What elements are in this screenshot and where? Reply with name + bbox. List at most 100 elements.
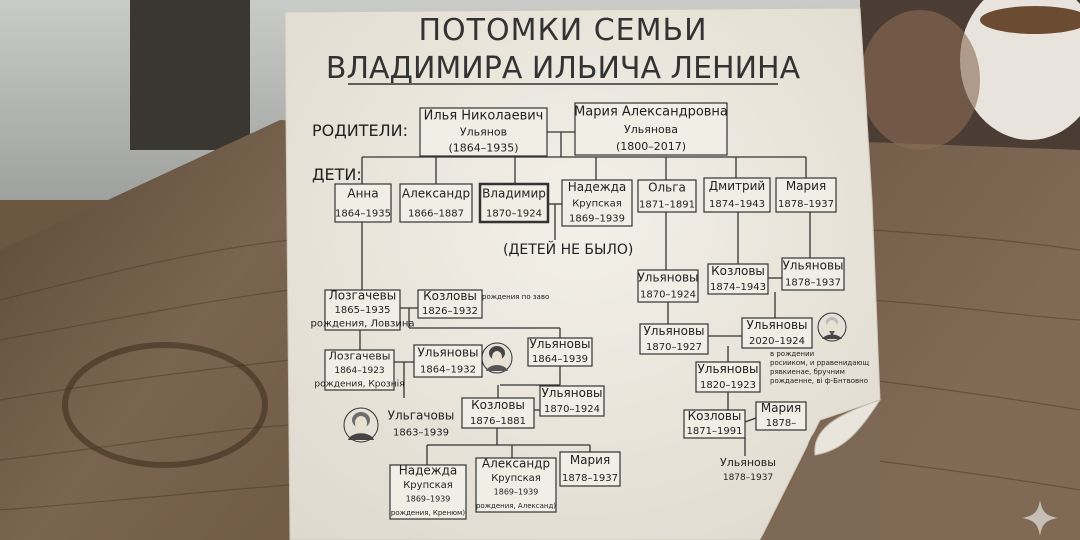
- node-box: [413, 344, 483, 378]
- node-label-line: Козловы: [471, 398, 525, 412]
- node-box: [419, 107, 548, 157]
- blurred-hand: [860, 10, 980, 150]
- node-label-line: Ульяновы: [782, 259, 843, 273]
- side-note-right-line: росииком, и рравенидающ: [770, 359, 869, 367]
- node-label-line: Козловы: [711, 264, 765, 278]
- node-label-line: 1874–1943: [710, 282, 766, 293]
- side-note-top: рождения по заво: [482, 293, 549, 301]
- coffee-cup: [960, 0, 1080, 140]
- node-box: [461, 397, 535, 429]
- node-label-line: Лозгачевы: [329, 350, 391, 363]
- node-label-line: Крупская: [572, 198, 622, 209]
- node-label-line: 1826–1932: [422, 306, 478, 317]
- node-label-line: Александр: [402, 187, 470, 201]
- tree-node-ulyan3: Ульяновы 1870–1924: [539, 385, 605, 417]
- node-box: [399, 183, 473, 223]
- node-label-line: 1864–1935: [335, 209, 391, 220]
- node-label-line: 1870–1927: [646, 342, 702, 353]
- node-label-line: Козловы: [423, 289, 477, 303]
- node-label-line: 1870–1924: [544, 404, 600, 415]
- node-box: [741, 317, 813, 349]
- tree-node-kozl1: Козловы 1826–1932: [417, 289, 483, 319]
- tree-node-r-ulyan2: Ульяновы 1878–1937: [781, 257, 845, 291]
- node-label-line: Мария: [761, 401, 801, 415]
- node-box: [637, 179, 697, 213]
- node-label-line: Надежда: [399, 464, 458, 478]
- portrait-lenin-icon: [817, 312, 847, 342]
- node-box: [703, 177, 771, 213]
- node-label-line: Владимир: [482, 187, 546, 201]
- node-label-line: 1869–1939: [569, 214, 625, 225]
- node-label-line: рождения, Ловзина: [311, 318, 415, 329]
- node-label-line: 1878–1937: [778, 199, 834, 210]
- node-label-line: 1874–1943: [709, 199, 765, 210]
- node-label-line: Ульяновы: [720, 456, 776, 469]
- no-children-note: (ДЕТЕЙ НЕ БЫЛО): [503, 240, 633, 258]
- node-label-line: 1878–1937: [785, 278, 841, 289]
- node-label-line: Илья Николаевич: [424, 109, 544, 124]
- node-box: [527, 337, 593, 367]
- node-label-line: 1878–1937: [723, 473, 773, 483]
- node-label-line: Крупская: [403, 480, 453, 491]
- tree-node-vladimir: Владимир 1870–1924: [478, 182, 550, 224]
- side-note-right-line: в рождении: [770, 350, 814, 358]
- tree-node-r-kozl1: Козловы 1874–1943: [707, 263, 769, 295]
- node-box: [389, 464, 467, 520]
- node-label-line: Ульяновы: [529, 337, 590, 351]
- tree-node-ulyan2: Ульяновы 1864–1939: [527, 337, 593, 367]
- node-label-line: Мария: [786, 179, 826, 193]
- coffee-ring-stain: [62, 342, 268, 468]
- node-box: [417, 289, 483, 319]
- node-label-line: 1870–1924: [486, 209, 542, 220]
- node-label-line: рождения, Кренюм): [391, 509, 465, 517]
- node-box: [475, 457, 557, 513]
- node-box: [775, 177, 837, 213]
- node-box: [574, 102, 728, 156]
- node-label-line: Ульяновы: [643, 324, 704, 338]
- window-frame: [130, 0, 250, 150]
- node-label-line: 1869–1939: [406, 495, 451, 504]
- node-box: [707, 263, 769, 295]
- node-label-line: 1878–: [766, 418, 796, 429]
- node-label-line: 1865–1935: [335, 305, 391, 316]
- node-label-line: Ульянов: [460, 126, 507, 139]
- children-label: ДЕТИ:: [312, 165, 362, 184]
- node-label-line: Ульянова: [624, 123, 678, 136]
- node-box: [755, 401, 807, 431]
- node-label-line: (1864–1935): [448, 142, 518, 155]
- node-label-line: Ульяновы: [541, 386, 602, 400]
- paper-curl-back: [814, 399, 882, 456]
- node-label-line: 1869–1939: [494, 488, 539, 497]
- node-box: [639, 323, 709, 355]
- wood-grain: [0, 229, 1080, 511]
- node-label-line: 1866–1887: [408, 209, 464, 220]
- node-label-line: 1863–1939: [393, 428, 449, 439]
- title-line-1: ПОТОМКИ СЕМЬИ: [418, 13, 707, 48]
- node-label-line: Ульяновы: [417, 346, 478, 360]
- side-note-right-line: рявкиенае, бручним: [770, 368, 845, 376]
- title-line-2: ВЛАДИМИРА ИЛЬИЧА ЛЕНИНА: [326, 51, 801, 86]
- node-label-line: Крупская: [491, 473, 541, 484]
- node-box: [637, 269, 699, 303]
- connector-lines: [359, 131, 811, 465]
- node-box: [324, 289, 401, 331]
- node-label-line: 1864–1923: [334, 366, 384, 376]
- node-label-line: 1864–1939: [532, 354, 588, 365]
- node-box: [683, 409, 746, 439]
- node-label-line: Ульяновы: [637, 271, 698, 285]
